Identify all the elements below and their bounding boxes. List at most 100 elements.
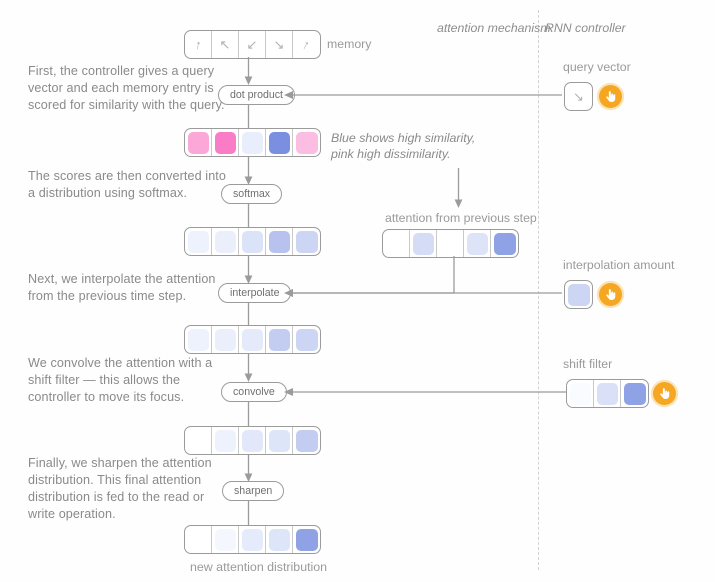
arrow-query-to-dot-product [284, 91, 562, 99]
conv-cell-1[interactable] [212, 427, 239, 454]
softmax-cell-1[interactable] [212, 228, 239, 255]
final-attention-vector[interactable] [184, 525, 321, 554]
arrow-interpolate-to-vector [247, 303, 250, 327]
interpolated-attention-vector[interactable] [184, 325, 321, 354]
softmax-cell-4[interactable] [293, 228, 320, 255]
arrow-interpolation-amount-to-interpolate [284, 289, 562, 297]
arrow-down-left-icon: ↙ [246, 37, 258, 52]
previous-attention-label: attention from previous step [385, 211, 537, 225]
softmax-output-vector[interactable] [184, 227, 321, 256]
interpolation-amount-vector[interactable] [564, 280, 593, 309]
shift-filter-vector[interactable] [566, 379, 649, 408]
shift-filter-cell-0[interactable] [567, 380, 594, 407]
shift-filter-fill-0 [569, 382, 591, 405]
arrow-down-right-icon: ↘ [273, 37, 285, 52]
shift-filter-cell-1[interactable] [594, 380, 621, 407]
interp-amount-cell-0[interactable] [565, 281, 592, 308]
zone-label-attention-mechanism: attention mechanism [437, 21, 551, 35]
op-sharpen[interactable]: sharpen [222, 481, 285, 501]
score-cell-4[interactable] [293, 129, 320, 156]
softmax-fill-1 [214, 230, 236, 253]
conv-cell-2[interactable] [239, 427, 266, 454]
score-cell-2[interactable] [239, 129, 266, 156]
query-vector-label: query vector [563, 60, 631, 74]
op-convolve[interactable]: convolve [221, 382, 287, 402]
cursor-badge-query-vector[interactable] [599, 85, 622, 108]
arrow-up-left-icon: ↖ [219, 37, 231, 52]
final-cell-3[interactable] [266, 526, 293, 553]
interp-cell-1[interactable] [212, 326, 239, 353]
arrow-down-right-icon: ↘ [573, 89, 584, 104]
score-cell-1[interactable] [212, 129, 239, 156]
memory-cell-arrow-down-left[interactable]: ↙ [239, 31, 266, 58]
memory-vector[interactable]: ↑ ↖ ↙ ↘ ↑ [184, 30, 321, 59]
conv-fill-4 [295, 429, 318, 452]
final-fill-3 [268, 528, 290, 551]
pointer-hand-icon [606, 289, 616, 300]
cursor-badge-interpolation-amount[interactable] [599, 283, 622, 306]
prev-attn-cell-2[interactable] [437, 230, 464, 257]
interp-fill-4 [295, 328, 318, 351]
prev-attn-fill-1 [412, 232, 434, 255]
query-vector-cell[interactable]: ↘ [565, 83, 592, 110]
similarity-scores-vector[interactable] [184, 128, 321, 157]
interp-fill-2 [241, 328, 263, 351]
query-vector[interactable]: ↘ [564, 82, 593, 111]
memory-cell-arrow-up-left[interactable]: ↖ [212, 31, 239, 58]
conv-cell-4[interactable] [293, 427, 320, 454]
softmax-cell-3[interactable] [266, 228, 293, 255]
final-cell-2[interactable] [239, 526, 266, 553]
softmax-cell-0[interactable] [185, 228, 212, 255]
final-fill-2 [241, 528, 263, 551]
prev-attn-cell-1[interactable] [410, 230, 437, 257]
conv-fill-2 [241, 429, 263, 452]
conv-cell-3[interactable] [266, 427, 293, 454]
interp-fill-0 [187, 328, 209, 351]
interp-cell-0[interactable] [185, 326, 212, 353]
cursor-badge-shift-filter[interactable] [653, 382, 676, 405]
op-softmax[interactable]: softmax [221, 184, 283, 204]
arrow-sharpen-to-final [247, 501, 250, 527]
arrow-memory-to-dot-product [244, 57, 253, 85]
interp-cell-3[interactable] [266, 326, 293, 353]
prev-attn-cell-0[interactable] [383, 230, 410, 257]
interp-cell-4[interactable] [293, 326, 320, 353]
interp-amount-fill-0 [567, 283, 590, 306]
op-interpolate[interactable]: interpolate [218, 283, 292, 303]
convolved-attention-vector[interactable] [184, 426, 321, 455]
memory-cell-arrow-up-tilt[interactable]: ↑ [293, 31, 320, 58]
final-fill-1 [214, 528, 236, 551]
score-fill-1 [214, 131, 236, 154]
op-dot-product[interactable]: dot product [218, 85, 296, 105]
prev-attn-fill-4 [493, 232, 516, 255]
memory-cell-arrow-down-right[interactable]: ↘ [266, 31, 293, 58]
prev-attn-cell-3[interactable] [464, 230, 491, 257]
prev-attn-fill-2 [439, 232, 461, 255]
score-cell-3[interactable] [266, 129, 293, 156]
prev-attn-cell-4[interactable] [491, 230, 518, 257]
softmax-cell-2[interactable] [239, 228, 266, 255]
score-fill-3 [268, 131, 290, 154]
score-cell-0[interactable] [185, 129, 212, 156]
shift-filter-fill-2 [623, 382, 646, 405]
final-cell-1[interactable] [212, 526, 239, 553]
score-fill-4 [295, 131, 318, 154]
arrow-softmax-out-to-interpolate [244, 256, 253, 284]
similarity-legend-note: Blue shows high similarity, pink high di… [331, 131, 476, 161]
softmax-fill-0 [187, 230, 209, 253]
step-description-score: First, the controller gives a query vect… [28, 64, 225, 112]
previous-attention-vector[interactable] [382, 229, 519, 258]
conv-cell-0[interactable] [185, 427, 212, 454]
final-cell-0[interactable] [185, 526, 212, 553]
memory-cell-arrow-up[interactable]: ↑ [185, 31, 212, 58]
prev-attn-fill-3 [466, 232, 488, 255]
interp-cell-2[interactable] [239, 326, 266, 353]
memory-label: memory [327, 37, 372, 51]
shift-filter-fill-1 [596, 382, 618, 405]
arrow-interpolated-to-convolve [244, 354, 253, 382]
arrow-convolved-to-sharpen [244, 454, 253, 482]
shift-filter-cell-2[interactable] [621, 380, 648, 407]
conv-fill-3 [268, 429, 290, 452]
final-cell-4[interactable] [293, 526, 320, 553]
